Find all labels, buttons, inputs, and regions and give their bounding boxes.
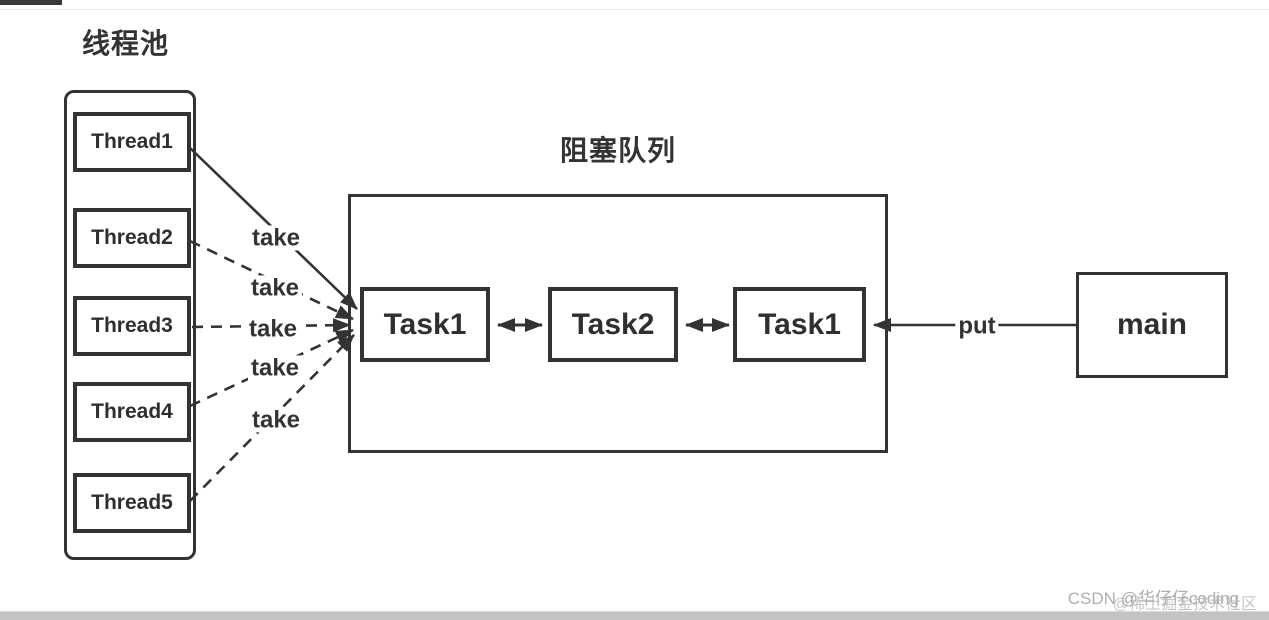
task-box-2: Task2: [548, 287, 678, 362]
pool-title: 线程池: [82, 28, 170, 59]
take-label-3: take: [245, 316, 301, 342]
task-label-1: Task1: [383, 307, 467, 341]
main-box: main: [1076, 272, 1228, 378]
thread-pool-container: Thread1 Thread2 Thread3 Thread4 Thread5: [64, 90, 196, 560]
thread-box-3: Thread3: [73, 296, 191, 356]
blocking-queue-title: 阻塞队列: [559, 135, 676, 166]
take-label-2: take: [247, 275, 303, 301]
put-label: put: [955, 313, 999, 339]
main-label: main: [1116, 308, 1188, 341]
take-label-4: take: [247, 355, 303, 381]
take-label-1: take: [248, 225, 304, 251]
thread-label-5: Thread5: [91, 491, 173, 514]
thread-label-4: Thread4: [91, 400, 173, 423]
thread-box-2: Thread2: [73, 208, 191, 268]
thread-label-1: Thread1: [91, 130, 173, 153]
bottom-gray-bar: [0, 611, 1269, 620]
top-divider-line: [0, 9, 1269, 10]
task-box-3: Task1: [733, 287, 866, 362]
thread-box-5: Thread5: [73, 473, 191, 533]
task-label-3: Task1: [758, 307, 841, 341]
thread-label-3: Thread3: [91, 314, 173, 337]
watermark-secondary: @稀土掘金技术社区: [1112, 596, 1257, 613]
thread-box-4: Thread4: [73, 382, 191, 442]
take-label-5: take: [248, 407, 304, 433]
top-edge-artifact: [0, 0, 62, 5]
thread-box-1: Thread1: [73, 112, 191, 172]
task-label-2: Task2: [571, 307, 655, 341]
task-box-1: Task1: [360, 287, 490, 362]
thread-label-2: Thread2: [91, 226, 173, 249]
watermark-primary: CSDN @华仔仔coding: [1067, 589, 1239, 608]
